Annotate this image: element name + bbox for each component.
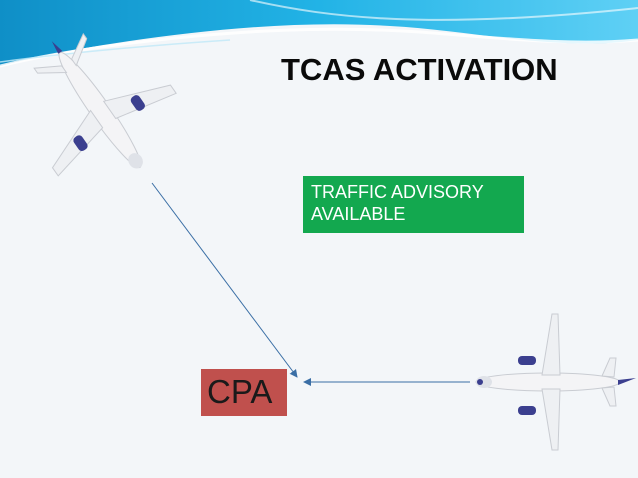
- diagonal-arrow: [151, 182, 298, 378]
- advisory-line-1: TRAFFIC ADVISORY: [311, 182, 484, 202]
- advisory-line-2: AVAILABLE: [311, 204, 406, 224]
- traffic-advisory-box: TRAFFIC ADVISORY AVAILABLE: [303, 176, 524, 233]
- slide-title: TCAS ACTIVATION: [281, 52, 558, 87]
- cpa-box: CPA: [201, 369, 287, 416]
